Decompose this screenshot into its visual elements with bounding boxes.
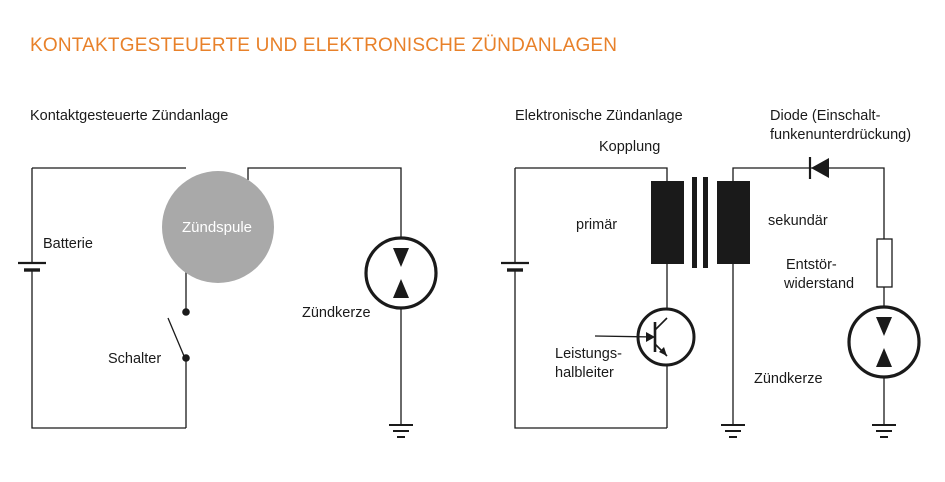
semiconductor-label-line2: halbleiter	[555, 365, 614, 381]
ground-symbol-secondary	[721, 424, 745, 438]
primary-label: primär	[576, 217, 617, 233]
suppression-resistor-symbol	[876, 238, 893, 288]
contact-switch-symbol	[167, 308, 190, 362]
battery-symbol	[18, 261, 46, 272]
diode-label-line2: funkenunterdrückung)	[770, 127, 911, 143]
coupling-label: Kopplung	[599, 139, 660, 155]
electronic-ignition-heading: Elektronische Zündanlage	[515, 108, 683, 124]
right-wire-battery-lower	[514, 270, 667, 429]
diode-symbol	[808, 157, 829, 179]
resistor-label-line1: Entstör-	[786, 257, 837, 273]
left-wire-coil-to-plug	[247, 167, 402, 239]
right-wire-top-primary	[515, 167, 668, 181]
right-wire-secondary-top	[732, 167, 885, 239]
spark-plug-label-right: Zündkerze	[754, 371, 823, 387]
electronic-ignition-circuit: Elektronische Zündanlage Kopplung Diode …	[501, 108, 921, 438]
spark-plug-symbol-right	[847, 305, 921, 379]
semiconductor-label-line1: Leistungs-	[555, 346, 622, 362]
spark-plug-label-left: Zündkerze	[302, 305, 371, 321]
secondary-label: sekundär	[768, 213, 828, 229]
ignition-coil-label: Zündspule	[182, 219, 252, 236]
left-wire-battery-lower	[31, 270, 186, 429]
page-title: KONTAKTGESTEUERTE UND ELEKTRONISCHE ZÜND…	[30, 35, 617, 56]
contact-ignition-circuit: Kontaktgesteuerte Zündanlage Batterie Zü…	[18, 108, 438, 438]
switch-label: Schalter	[108, 351, 161, 367]
transformer-symbol	[651, 177, 750, 268]
power-transistor-symbol	[594, 307, 696, 367]
contact-ignition-heading: Kontaktgesteuerte Zündanlage	[30, 108, 228, 124]
battery-symbol-right	[501, 261, 529, 272]
battery-label: Batterie	[43, 236, 93, 252]
spark-plug-symbol-left	[364, 236, 438, 310]
ground-symbol-plug-right	[872, 424, 896, 438]
ground-symbol-left	[389, 424, 413, 438]
ignition-coil-circle	[162, 171, 274, 283]
resistor-label-line2: widerstand	[783, 276, 854, 292]
diode-label-line1: Diode (Einschalt-	[770, 108, 881, 124]
